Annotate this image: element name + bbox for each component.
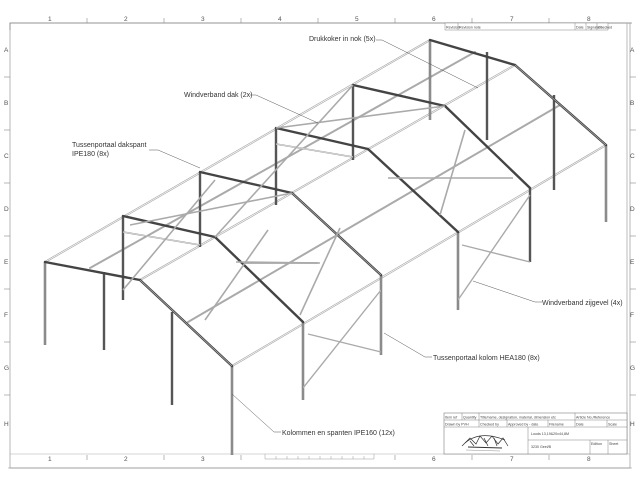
label-drukkoker: Drukkoker in nok (5x) [309, 36, 376, 43]
label-tussenportaal-dakspant: Tussenportaal dakspant [72, 142, 147, 149]
label-windverband-dak: Windverband dak (2x) [184, 92, 252, 99]
company-logo [461, 435, 509, 452]
svg-text:4: 4 [278, 16, 282, 23]
svg-text:Filename: Filename [549, 423, 564, 427]
svg-text:Loods 13,19&20x44,8M: Loods 13,19&20x44,8M [531, 432, 569, 436]
svg-text:Title/name, designation, mater: Title/name, designation, material, dimen… [480, 416, 556, 420]
rafters [43, 38, 608, 368]
svg-text:2: 2 [124, 456, 128, 463]
svg-text:F: F [4, 312, 8, 319]
svg-text:C: C [630, 153, 635, 160]
svg-text:5: 5 [355, 16, 359, 23]
leader-lines [149, 39, 542, 433]
svg-text:Checked by: Checked by [480, 423, 499, 427]
svg-text:A: A [630, 47, 635, 54]
column-zone-ticks-bottom [86, 455, 550, 460]
svg-text:A: A [4, 47, 9, 54]
ridge-struts-inner [122, 143, 354, 246]
svg-text:6: 6 [432, 16, 436, 23]
columns-highlight [44, 40, 607, 455]
svg-text:H: H [630, 421, 635, 428]
svg-text:D: D [4, 206, 9, 213]
svg-text:1: 1 [48, 456, 52, 463]
svg-text:Sheet: Sheet [609, 442, 618, 446]
svg-text:Item ref: Item ref [445, 416, 457, 420]
longitudinal-purlins [44, 39, 607, 367]
label-tussenportaal-kolom: Tussenportaal kolom HEA180 (8x) [433, 355, 540, 362]
svg-text:2: 2 [124, 16, 128, 23]
column-zone-labels-bottom: 1 2 3 6 7 8 [48, 456, 591, 463]
svg-text:D: D [630, 206, 635, 213]
svg-text:Quantity: Quantity [463, 416, 477, 420]
row-zone-ticks-left [4, 76, 10, 396]
svg-text:Revision: Revision [446, 26, 460, 30]
svg-text:Edition: Edition [591, 442, 602, 446]
svg-text:3: 3 [201, 16, 205, 23]
label-kolommen-spanten: Kolommen en spanten IPE160 (12x) [282, 430, 395, 437]
svg-text:3230 Geel/B: 3230 Geel/B [531, 445, 552, 449]
svg-text:Date: Date [576, 423, 584, 427]
svg-text:Scale: Scale [608, 423, 617, 427]
side-wall-wind-bracing [302, 194, 531, 389]
label-windverband-zijgevel: Windverband zijgevel (4x) [542, 300, 623, 307]
svg-text:B: B [630, 100, 634, 107]
svg-text:7: 7 [510, 16, 514, 23]
svg-text:H: H [4, 421, 9, 428]
row-zone-labels-right: A B C D E F G H [630, 47, 635, 428]
svg-text:8: 8 [587, 16, 591, 23]
revision-table: Revision Revision note Date Signature Ch… [444, 22, 612, 31]
svg-text:Signature: Signature [587, 26, 602, 30]
svg-text:G: G [4, 365, 9, 372]
svg-text:3: 3 [201, 456, 205, 463]
svg-text:C: C [4, 153, 9, 160]
svg-text:G: G [630, 365, 635, 372]
svg-text:F: F [630, 312, 634, 319]
svg-text:6: 6 [432, 456, 436, 463]
longitudinal-purlins-inner [44, 39, 607, 367]
sheet-border [8, 22, 632, 469]
row-zone-labels-left: A B C D E F G H [4, 47, 9, 428]
svg-text:Revision note: Revision note [459, 26, 481, 30]
column-zone-ticks-top [86, 18, 550, 23]
svg-text:E: E [630, 259, 635, 266]
svg-text:E: E [4, 259, 9, 266]
column-zone-labels-top: 1 2 3 4 5 6 7 8 [48, 16, 591, 23]
svg-text:Approved by - date: Approved by - date [508, 423, 538, 427]
roof-wind-bracing [122, 84, 513, 321]
svg-text:7: 7 [510, 456, 514, 463]
svg-text:1: 1 [48, 16, 52, 23]
title-block: Item ref Quantity Title/name, designatio… [443, 412, 628, 455]
svg-text:Drawn by PVH: Drawn by PVH [445, 423, 469, 427]
svg-text:Date: Date [576, 26, 584, 30]
label-tussenportaal-dakspant-profile: IPE180 (8x) [72, 151, 109, 158]
svg-text:Article No./Reference: Article No./Reference [576, 416, 610, 420]
scale-ruler [264, 454, 375, 460]
row-zone-ticks-right [630, 76, 636, 396]
svg-text:Checked: Checked [598, 26, 612, 30]
svg-text:B: B [4, 100, 8, 107]
columns [43, 40, 608, 455]
svg-text:8: 8 [587, 456, 591, 463]
